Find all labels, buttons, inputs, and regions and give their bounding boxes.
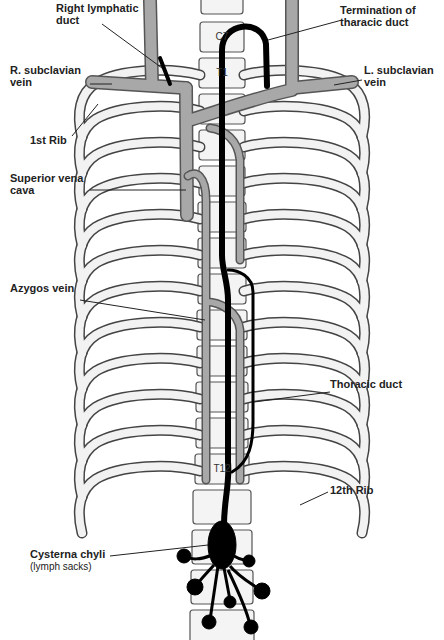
thoracic-duct	[160, 27, 267, 525]
cisterna-chyli	[177, 521, 270, 634]
vertebra-label: T1	[199, 67, 245, 79]
part-label: Thoracic duct	[330, 378, 410, 390]
part-label: (lymph sacks)	[30, 561, 130, 573]
vertebra-label: C7	[200, 31, 244, 43]
part-label: Superior vena cava	[10, 172, 90, 196]
part-label: Cysterna chyli	[30, 548, 130, 560]
part-label: L. subclavian vein	[364, 64, 440, 88]
part-label: R. subclavian vein	[10, 64, 90, 88]
part-label: Right lymphatic duct	[56, 2, 146, 26]
leader-lines	[72, 20, 362, 556]
vertebra-label: T12	[195, 463, 249, 475]
part-label: Azygos vein	[10, 282, 80, 294]
part-label: Termination of tharacic duct	[340, 4, 440, 28]
part-label: 12th Rib	[330, 484, 410, 496]
part-label: 1st Rib	[30, 134, 100, 146]
